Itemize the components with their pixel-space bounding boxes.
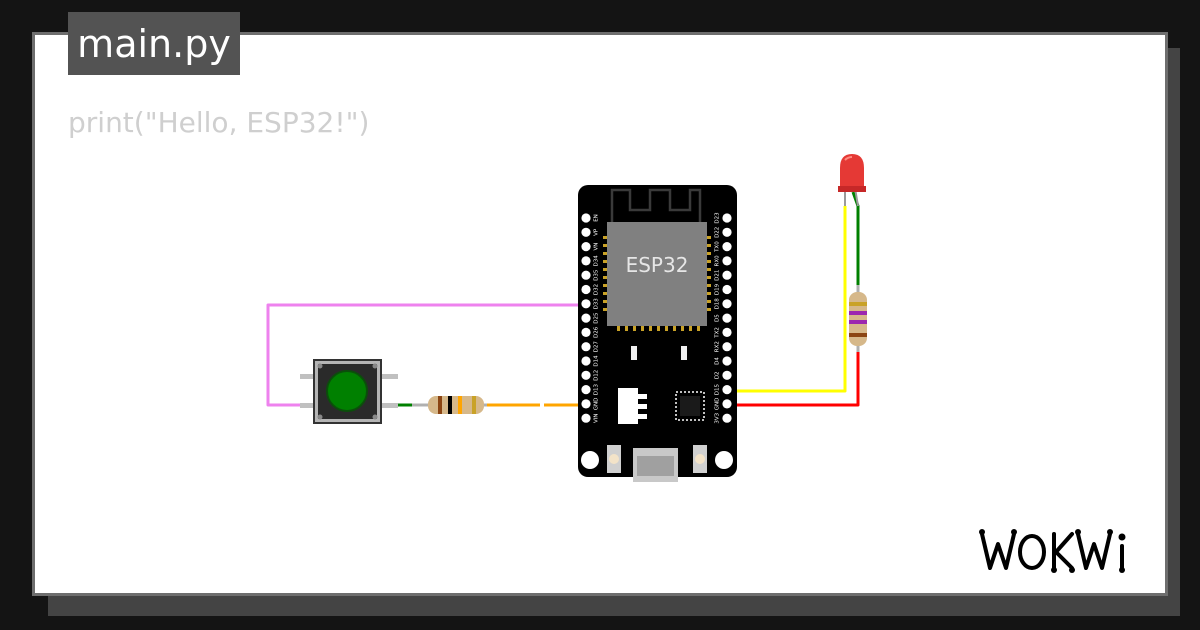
pin-label: D2 bbox=[715, 371, 721, 379]
pin-d26[interactable]: D26 bbox=[581, 326, 600, 338]
resistor-led[interactable] bbox=[849, 285, 867, 352]
chip-contacts bbox=[603, 236, 711, 331]
pin-label: TX0 bbox=[715, 241, 721, 253]
pin-d5[interactable]: D5 bbox=[715, 313, 732, 323]
pin-label: D25 bbox=[594, 312, 600, 324]
pin-label: GND bbox=[594, 398, 600, 411]
pin-label: RX0 bbox=[715, 255, 721, 267]
pin-label: EN bbox=[594, 214, 600, 222]
pin-d34[interactable]: D34 bbox=[581, 255, 600, 267]
pin-label: D21 bbox=[715, 270, 721, 281]
pin-gnd[interactable]: GND bbox=[715, 398, 732, 411]
pin-label: RX2 bbox=[715, 341, 721, 352]
pin-label: D27 bbox=[594, 341, 600, 353]
mounting-hole bbox=[715, 451, 733, 469]
pin-label: VP bbox=[594, 228, 600, 236]
pin-d18[interactable]: D18 bbox=[715, 298, 732, 310]
wire-red[interactable] bbox=[730, 350, 860, 407]
pin-label: D23 bbox=[715, 212, 721, 224]
pin-d19[interactable]: D19 bbox=[715, 283, 732, 295]
pin-label: D14 bbox=[594, 355, 600, 367]
pin-d27[interactable]: D27 bbox=[581, 341, 600, 353]
pin-d32[interactable]: D32 bbox=[581, 284, 600, 295]
pin-d35[interactable]: D35 bbox=[581, 269, 600, 281]
pin-label: D26 bbox=[594, 326, 600, 338]
boot-button[interactable] bbox=[693, 445, 707, 473]
pin-d14[interactable]: D14 bbox=[581, 355, 600, 367]
pin-label: D13 bbox=[594, 383, 600, 395]
wokwi-logo bbox=[979, 529, 1126, 573]
pin-rx0[interactable]: RX0 bbox=[715, 255, 732, 267]
pin-label: D35 bbox=[594, 269, 600, 281]
pin-label: D34 bbox=[594, 255, 600, 267]
pin-label: D5 bbox=[715, 314, 721, 322]
pin-d4[interactable]: D4 bbox=[715, 356, 732, 366]
pin-vin[interactable]: VIN bbox=[581, 413, 600, 423]
pin-tx0[interactable]: TX0 bbox=[715, 241, 732, 253]
smd-capacitor-right bbox=[681, 346, 687, 360]
pin-d15[interactable]: D15 bbox=[715, 383, 732, 395]
mounting-hole bbox=[581, 451, 599, 469]
pin-label: VIN bbox=[594, 413, 600, 423]
pin-en[interactable]: EN bbox=[581, 213, 600, 223]
chip-label: ESP32 bbox=[626, 253, 689, 277]
pin-d21[interactable]: D21 bbox=[715, 270, 732, 281]
right-pin-header: D23D22TX0RX0D21D19D18D5TX2RX2D4D2D15GND3… bbox=[715, 212, 732, 424]
pin-label: GND bbox=[715, 398, 721, 411]
wire-led-green[interactable] bbox=[851, 191, 860, 290]
usb-uart-chip bbox=[675, 391, 705, 421]
pin-label: TX2 bbox=[715, 327, 721, 339]
pin-d23[interactable]: D23 bbox=[715, 212, 732, 224]
pin-label: D32 bbox=[594, 284, 600, 295]
button-cap[interactable] bbox=[326, 370, 368, 412]
pin-label: D15 bbox=[715, 383, 721, 395]
pin-label: D19 bbox=[715, 283, 721, 295]
pin-label: D4 bbox=[715, 357, 721, 365]
file-tab[interactable]: main.py bbox=[68, 12, 240, 75]
pin-label: VN bbox=[594, 243, 600, 251]
pin-label: D18 bbox=[715, 298, 721, 310]
pin-d25[interactable]: D25 bbox=[581, 312, 600, 324]
pin-label: D33 bbox=[594, 298, 600, 310]
pin-d33[interactable]: D33 bbox=[581, 298, 600, 310]
pin-d13[interactable]: D13 bbox=[581, 383, 600, 395]
pin-d22[interactable]: D22 bbox=[715, 227, 732, 238]
usb-port[interactable] bbox=[633, 448, 678, 482]
smd-capacitor-left bbox=[631, 346, 637, 360]
pin-label: D12 bbox=[594, 370, 600, 381]
code-preview: print("Hello, ESP32!") bbox=[68, 106, 370, 139]
red-led[interactable] bbox=[838, 154, 866, 207]
antenna-trace bbox=[610, 188, 702, 222]
pin-d2[interactable]: D2 bbox=[715, 370, 732, 380]
pin-rx2[interactable]: RX2 bbox=[715, 341, 732, 352]
file-tab-label: main.py bbox=[77, 21, 231, 66]
pin-label: D22 bbox=[715, 227, 721, 238]
pin-gnd[interactable]: GND bbox=[581, 398, 600, 411]
voltage-regulator bbox=[618, 388, 638, 424]
pushbutton[interactable] bbox=[300, 359, 398, 424]
pin-vp[interactable]: VP bbox=[581, 227, 600, 237]
pin-vn[interactable]: VN bbox=[581, 242, 600, 252]
pin-label: 3V3 bbox=[715, 412, 721, 423]
esp32-chip bbox=[607, 222, 707, 326]
wire-yellow[interactable] bbox=[730, 206, 847, 393]
pin-d12[interactable]: D12 bbox=[581, 370, 600, 381]
pin-3v3[interactable]: 3V3 bbox=[715, 412, 732, 424]
resistor-button[interactable] bbox=[412, 396, 487, 414]
en-button[interactable] bbox=[607, 445, 621, 473]
pin-tx2[interactable]: TX2 bbox=[715, 327, 732, 339]
wire-pink[interactable] bbox=[266, 303, 585, 407]
